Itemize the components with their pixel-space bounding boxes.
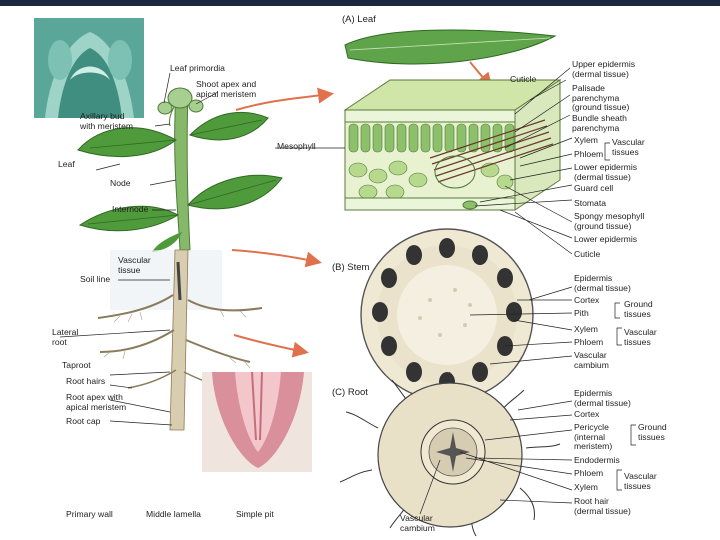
- root-cross-section: [340, 372, 560, 536]
- label-palisade: Palisade parenchyma (ground tissue): [572, 84, 629, 113]
- label-lower-epidermis: Lower epidermis: [574, 235, 637, 245]
- label-root-xylem: Xylem: [574, 483, 598, 493]
- label-stomata: Stomata: [574, 199, 606, 209]
- leaf-cross-section: [345, 80, 560, 210]
- label-stem-phloem: Phloem: [574, 338, 603, 348]
- label-leaf-cuticle-bottom: Cuticle: [574, 250, 600, 260]
- label-leaf-cuticle-top: Cuticle: [510, 75, 536, 85]
- stem-panel-title: (B) Stem: [332, 262, 369, 273]
- label-spongy-mesophyll: Spongy mesophyll (ground tissue): [574, 212, 644, 231]
- stem-cross-section: [361, 229, 533, 401]
- label-root-cortex: Cortex: [574, 410, 599, 420]
- root-tip-micrograph: [202, 372, 312, 472]
- label-root-ground-tissues: Ground tissues: [638, 423, 667, 442]
- root-panel-title: (C) Root: [332, 387, 368, 398]
- leaf-panel-title: (A) Leaf: [342, 14, 376, 25]
- label-lateral-root: Lateral root: [52, 328, 78, 347]
- label-simple-pit: Simple pit: [236, 510, 274, 520]
- label-guard-cell: Guard cell: [574, 184, 613, 194]
- label-root-vascular-tissues: Vascular tissues: [624, 472, 657, 491]
- label-root-hair: Root hair (dermal tissue): [574, 497, 631, 516]
- label-vascular-tissue: Vascular tissue: [118, 256, 151, 275]
- label-bundle-sheath: Bundle sheath parenchyma: [572, 114, 627, 133]
- label-leaf: Leaf: [58, 160, 75, 170]
- label-root-apex: Root apex with apical meristem: [66, 393, 126, 412]
- label-middle-lamella: Middle lamella: [146, 510, 201, 520]
- label-primary-wall: Primary wall: [66, 510, 113, 520]
- label-stem-epidermis: Epidermis (dermal tissue): [574, 274, 631, 293]
- label-endodermis: Endodermis: [574, 456, 620, 466]
- label-stem-ground-tissues: Ground tissues: [624, 300, 653, 319]
- label-root-hairs: Root hairs: [66, 377, 105, 387]
- arrow-to-root: [234, 335, 305, 352]
- label-leaf-vascular-tissues: Vascular tissues: [612, 138, 645, 157]
- label-taproot: Taproot: [62, 361, 91, 371]
- label-root-vascular-cambium: Vascular cambium: [400, 514, 435, 533]
- label-axillary-bud: Axillary bud with meristem: [80, 112, 133, 131]
- label-node: Node: [110, 179, 131, 189]
- label-stem-pith: Pith: [574, 309, 589, 319]
- label-mesophyll: Mesophyll: [277, 142, 316, 152]
- label-stem-vascular-tissues: Vascular tissues: [624, 328, 657, 347]
- label-upper-epidermis: Upper epidermis (dermal tissue): [572, 60, 635, 79]
- arrow-to-stem: [232, 250, 318, 262]
- leaf-outline: [345, 30, 555, 64]
- label-root-cap: Root cap: [66, 417, 100, 427]
- label-lower-epidermis-dermal: Lower epidermis (dermal tissue): [574, 163, 637, 182]
- shoot-apex-micrograph: [34, 18, 144, 118]
- label-root-phloem: Phloem: [574, 469, 603, 479]
- label-internode: Internode: [112, 205, 148, 215]
- label-leaf-xylem: Xylem: [574, 136, 598, 146]
- label-stem-vascular-cambium: Vascular cambium: [574, 351, 609, 370]
- label-root-epidermis: Epidermis (dermal tissue): [574, 389, 631, 408]
- label-leaf-phloem: Phloem: [574, 150, 603, 160]
- label-stem-cortex: Cortex: [574, 296, 599, 306]
- label-leaf-primordia: Leaf primordia: [170, 64, 225, 74]
- label-shoot-apex: Shoot apex and apical meristem: [196, 80, 256, 99]
- label-stem-xylem: Xylem: [574, 325, 598, 335]
- label-soil-line: Soil line: [80, 275, 110, 285]
- label-pericycle: Pericycle (internal meristem): [574, 423, 612, 452]
